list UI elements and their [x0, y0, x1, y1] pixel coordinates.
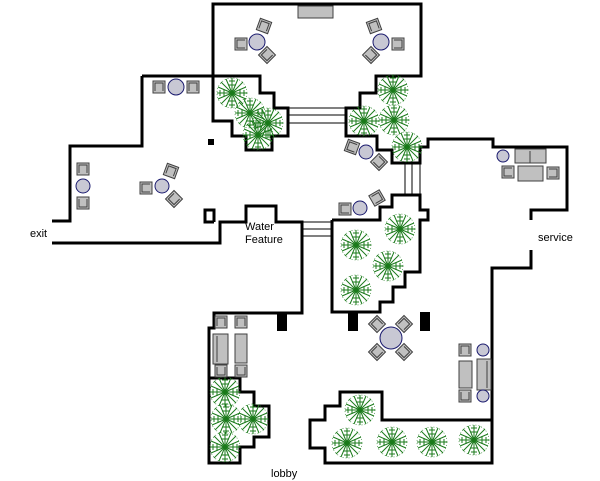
- plant-icon: [416, 426, 448, 458]
- chair-icon: [76, 162, 90, 176]
- round-table-icon: [379, 326, 403, 350]
- chair-icon: [214, 364, 228, 378]
- plant-icon: [378, 104, 410, 136]
- round-table-icon: [476, 389, 490, 403]
- chair-icon: [234, 364, 248, 378]
- plant-icon: [340, 274, 372, 306]
- plant-icon: [391, 131, 423, 163]
- chair-icon: [165, 190, 183, 208]
- plant-icon: [216, 77, 248, 109]
- sofa-icon: [476, 358, 492, 391]
- round-table-icon: [358, 144, 374, 160]
- middle-planter-wall: [330, 193, 430, 314]
- plant-icon: [372, 250, 404, 282]
- coffee-table: [458, 360, 473, 389]
- chair-icon: [234, 315, 248, 329]
- plant-icon: [210, 403, 242, 435]
- chair-icon: [162, 162, 180, 180]
- chair-icon: [368, 189, 386, 207]
- exit-label: exit: [30, 228, 48, 240]
- column: [277, 312, 287, 331]
- round-table-icon: [372, 33, 390, 51]
- sofa-icon: [212, 333, 229, 365]
- service-label: service: [538, 232, 573, 244]
- plant-icon: [209, 431, 241, 463]
- round-table-icon: [167, 78, 185, 96]
- top-left-planter-wall: [142, 74, 290, 152]
- round-table-icon: [352, 200, 368, 216]
- round-table-icon: [496, 149, 510, 163]
- chair-icon: [365, 17, 383, 35]
- plant-icon: [331, 427, 363, 459]
- column: [208, 139, 214, 145]
- plant-icon: [237, 403, 269, 435]
- round-table-icon: [248, 33, 266, 51]
- furniture: [75, 17, 560, 403]
- plants: [209, 74, 490, 463]
- chair-icon: [370, 153, 388, 171]
- plant-icon: [348, 105, 380, 137]
- chair-icon: [76, 196, 90, 210]
- plant-icon: [384, 213, 416, 245]
- chair-icon: [234, 37, 248, 51]
- plant-icon: [209, 376, 241, 408]
- chair-icon: [458, 343, 472, 357]
- chair-icon: [343, 138, 361, 156]
- chair-icon: [458, 389, 472, 403]
- round-table-icon: [75, 178, 91, 194]
- west-wing-wall: [52, 76, 144, 223]
- water-feature-label-line2: Feature: [245, 234, 283, 246]
- water-feature-label-line1: Water: [245, 221, 274, 233]
- round-table-icon: [154, 178, 170, 194]
- coffee-table: [517, 165, 544, 182]
- column: [348, 312, 358, 331]
- chair-icon: [152, 80, 166, 94]
- chair-icon: [186, 80, 200, 94]
- plant-icon: [242, 119, 274, 151]
- chair-icon: [501, 165, 515, 179]
- chair-icon: [546, 166, 560, 180]
- chair-icon: [139, 181, 153, 195]
- plant-icon: [377, 74, 409, 106]
- plant-icon: [458, 424, 490, 456]
- lobby-label: lobby: [271, 468, 298, 480]
- counter: [297, 5, 334, 19]
- exit-corridor-wall: [52, 204, 304, 465]
- walls: [52, 2, 569, 465]
- plant-icon: [376, 426, 408, 458]
- chair-icon: [338, 202, 352, 216]
- water-feature-notch: [203, 208, 216, 224]
- plant-icon: [344, 394, 376, 426]
- chair-icon: [391, 37, 405, 51]
- round-table-icon: [476, 343, 490, 357]
- column: [420, 312, 430, 331]
- coffee-table: [234, 333, 248, 364]
- top-room-wall: [211, 2, 569, 220]
- plant-icon: [340, 229, 372, 261]
- chair-icon: [214, 315, 228, 329]
- chair-icon: [255, 17, 273, 35]
- east-wall: [308, 250, 533, 465]
